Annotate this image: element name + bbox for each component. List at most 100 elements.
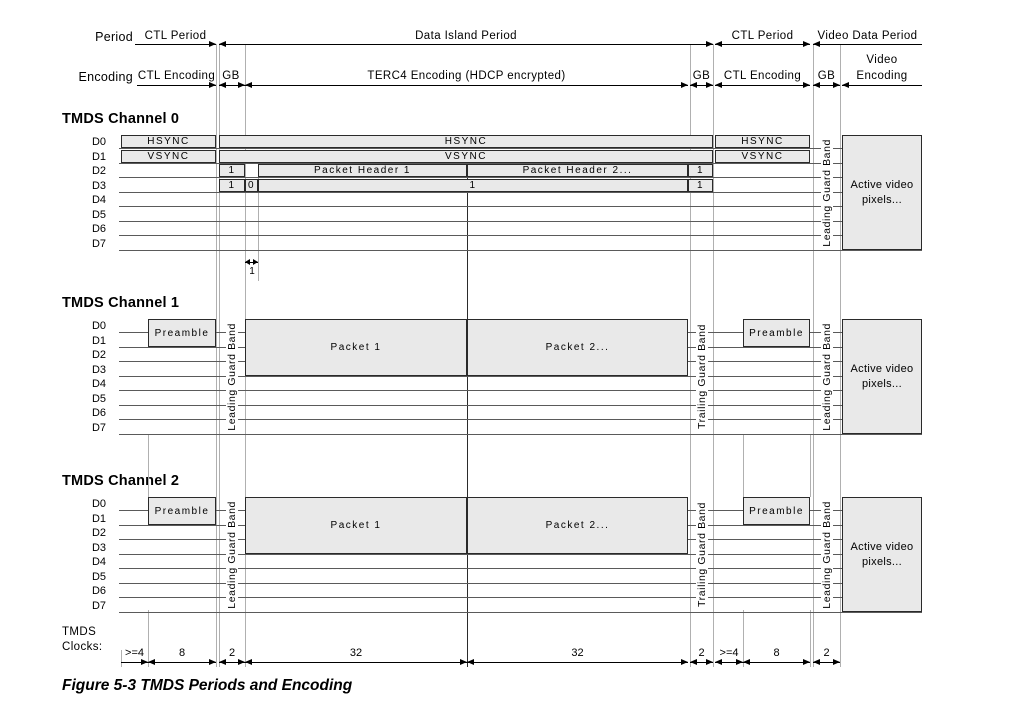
- arrowhead: [715, 40, 722, 47]
- lane-label: D1: [91, 513, 106, 525]
- guard-band-label-text: Leading Guard Band: [820, 135, 833, 250]
- signal-box: VSYNC: [121, 150, 216, 163]
- signal-row-line: [119, 192, 922, 193]
- encoding-segment-label-ctl1: CTL Encoding: [137, 70, 216, 82]
- lane-label: D7: [91, 600, 106, 612]
- lane-label: D1: [91, 335, 106, 347]
- guide-line: [216, 44, 217, 667]
- signal-row-line: [119, 554, 922, 555]
- guide-line: [121, 650, 122, 667]
- signal-row-line: [119, 221, 922, 222]
- period-dimension-line: [715, 44, 810, 45]
- arrowhead: [219, 81, 226, 88]
- encoding-dimension-line: [813, 85, 840, 86]
- guard-band-label: Trailing Guard Band: [690, 319, 713, 434]
- clocks-dimension-line: [715, 662, 743, 663]
- period-segment-label-ctl2: CTL Period: [731, 30, 794, 42]
- encoding-segment-label-gb2: GB: [692, 70, 711, 82]
- guard-band-label-text: Leading Guard Band: [820, 319, 833, 434]
- encoding-dimension-line: [245, 85, 688, 86]
- guide-line: [743, 610, 744, 667]
- guard-band-label: Leading Guard Band: [219, 497, 245, 612]
- active-video-box: Active video pixels...: [842, 319, 922, 434]
- signal-row-line: [119, 177, 922, 178]
- clocks-dimension-line: [121, 662, 148, 663]
- signal-box: HSYNC: [121, 135, 216, 148]
- arrowhead: [706, 40, 713, 47]
- lane-label: D2: [91, 527, 106, 539]
- guard-band-label: Leading Guard Band: [813, 497, 840, 612]
- active-video-text: pixels...: [862, 377, 902, 390]
- arrowhead: [209, 658, 216, 665]
- lane-label: D5: [91, 571, 106, 583]
- lane-label: D6: [91, 407, 106, 419]
- signal-box: 0: [245, 179, 258, 192]
- period-dimension-line: [813, 44, 922, 45]
- arrowhead: [219, 40, 226, 47]
- encoding-row-label: Encoding: [78, 70, 133, 84]
- signal-row-line: [119, 583, 922, 584]
- period-segment-label-video: Video Data Period: [817, 30, 918, 42]
- lane-label: D5: [91, 209, 106, 221]
- lane-label: D1: [91, 151, 106, 163]
- clock-segment-label: 32: [571, 647, 584, 659]
- guide-line: [219, 44, 220, 667]
- arrowhead: [833, 658, 840, 665]
- video-encoding-line2: Encoding: [856, 70, 908, 82]
- arrowhead: [706, 81, 713, 88]
- encoding-dimension-line: [137, 85, 216, 86]
- arrowhead: [813, 658, 820, 665]
- arrowhead: [715, 81, 722, 88]
- period-row-label: Period: [95, 30, 133, 44]
- signal-row-line: [119, 434, 922, 435]
- guard-band-label-text: Trailing Guard Band: [695, 499, 708, 610]
- arrowhead: [245, 81, 252, 88]
- arrowhead: [690, 81, 697, 88]
- arrowhead: [245, 658, 252, 665]
- active-video-text: Active video: [850, 362, 914, 375]
- period-segment-label-ctl1: CTL Period: [144, 30, 207, 42]
- clock-segment-label: 2: [228, 647, 236, 659]
- encoding-segment-label-gb3: GB: [817, 70, 836, 82]
- encoding-segment-label-ctl2: CTL Encoding: [723, 70, 802, 82]
- guard-band-label: Leading Guard Band: [219, 319, 245, 434]
- lane-label: D5: [91, 393, 106, 405]
- guard-band-label-text: Trailing Guard Band: [695, 321, 708, 432]
- encoding-dimension-line: [690, 85, 713, 86]
- arrowhead: [842, 81, 849, 88]
- active-video-text: pixels...: [862, 193, 902, 206]
- signal-box: Preamble: [743, 497, 810, 525]
- guard-band-label: Leading Guard Band: [813, 135, 840, 250]
- guard-band-label-text: Leading Guard Band: [820, 497, 833, 612]
- encoding-dimension-line: [715, 85, 810, 86]
- signal-box: Packet 1: [245, 497, 467, 554]
- lane-label: D0: [91, 136, 106, 148]
- arrowhead: [238, 658, 245, 665]
- lane-label: D4: [91, 194, 106, 206]
- clock-segment-label: >=4: [719, 647, 739, 659]
- clocks-dimension-line: [813, 662, 840, 663]
- signal-box: Packet Header 2...: [467, 164, 688, 177]
- arrowhead: [736, 658, 743, 665]
- signal-row-line: [119, 235, 922, 236]
- clock-segment-label: 8: [773, 647, 780, 659]
- clocks-dimension-line: [148, 662, 216, 663]
- signal-row-line: [119, 419, 922, 420]
- period-segment-label-data-island: Data Island Period: [415, 30, 517, 42]
- lane-label: D0: [91, 498, 106, 510]
- figure-caption: Figure 5-3 TMDS Periods and Encoding: [62, 677, 353, 694]
- lane-label: D3: [91, 180, 106, 192]
- guide-line: [840, 44, 841, 667]
- signal-box: Preamble: [743, 319, 810, 347]
- guide-line: [258, 164, 259, 281]
- arrowhead: [803, 81, 810, 88]
- bit-width-annotation-label: 1: [249, 266, 255, 277]
- guide-line: [713, 44, 714, 667]
- arrowhead: [803, 40, 810, 47]
- guide-line: [813, 44, 814, 667]
- signal-box: 1: [258, 179, 688, 192]
- lane-label: D6: [91, 223, 106, 235]
- guide-line: [743, 434, 744, 497]
- clock-segment-label: >=4: [125, 647, 144, 659]
